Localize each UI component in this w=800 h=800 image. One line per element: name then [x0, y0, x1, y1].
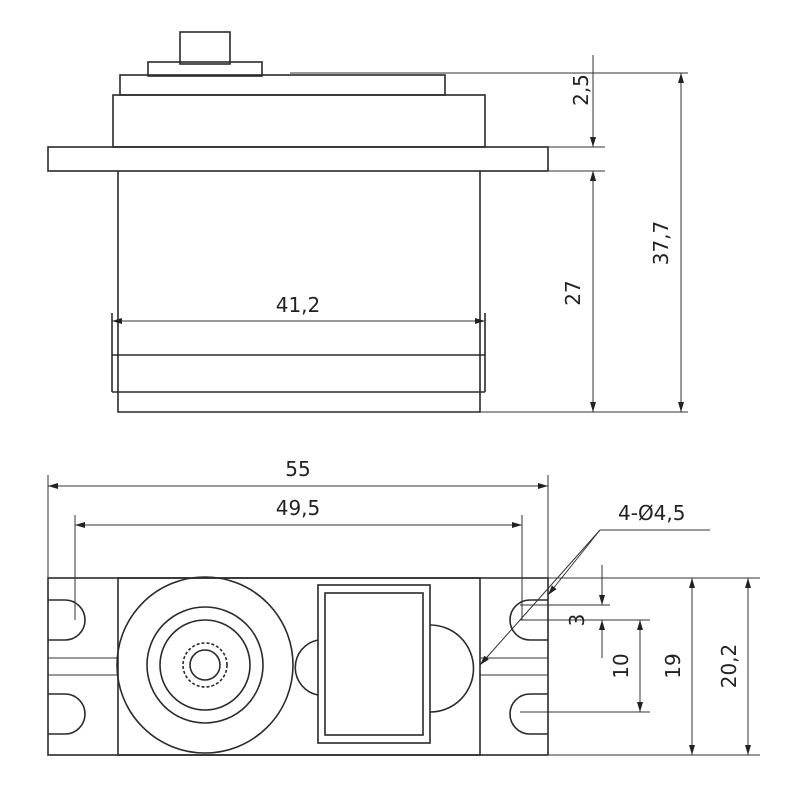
mounting-flange: [47, 146, 549, 172]
dim-label-total-height: 37,7: [649, 221, 673, 266]
top-view: 55 49,5 4-Ø4,5 3 10 19 20,2: [47, 457, 760, 756]
side-view: 41,2 2,5 27 37,7: [47, 31, 688, 413]
left-boss: [294, 639, 319, 696]
dim-label-top-gap: 2,5: [569, 74, 593, 106]
mounting-hole-br: [509, 693, 548, 735]
shaft-collar: [147, 61, 263, 77]
main-body: [117, 577, 481, 756]
top-cap: [119, 74, 446, 96]
dim-label-slot-width: 3: [565, 614, 589, 627]
mounting-hole-bl: [48, 693, 86, 735]
dim-label-hole-spacing: 49,5: [276, 496, 321, 520]
mounting-hole-tl: [48, 599, 86, 641]
output-horn: [116, 576, 294, 754]
output-shaft: [179, 31, 231, 65]
dim-label-body-height: 27: [561, 280, 585, 305]
right-boss: [429, 624, 475, 713]
label-window: [317, 584, 431, 744]
dim-label-holes: 4-Ø4,5: [618, 501, 686, 525]
dim-label-body-width: 41,2: [276, 293, 321, 317]
upper-case: [112, 94, 486, 148]
dim-label-overall-length: 55: [285, 457, 310, 481]
dim-label-slot-spacing: 10: [609, 653, 633, 678]
dim-label-flange-width: 20,2: [717, 644, 741, 689]
gear-ring: [146, 606, 264, 724]
dim-label-body-width-top: 19: [661, 653, 685, 678]
lower-body: [117, 171, 481, 413]
spline-icon: [182, 642, 228, 688]
mounting-hole-tr: [509, 599, 548, 641]
